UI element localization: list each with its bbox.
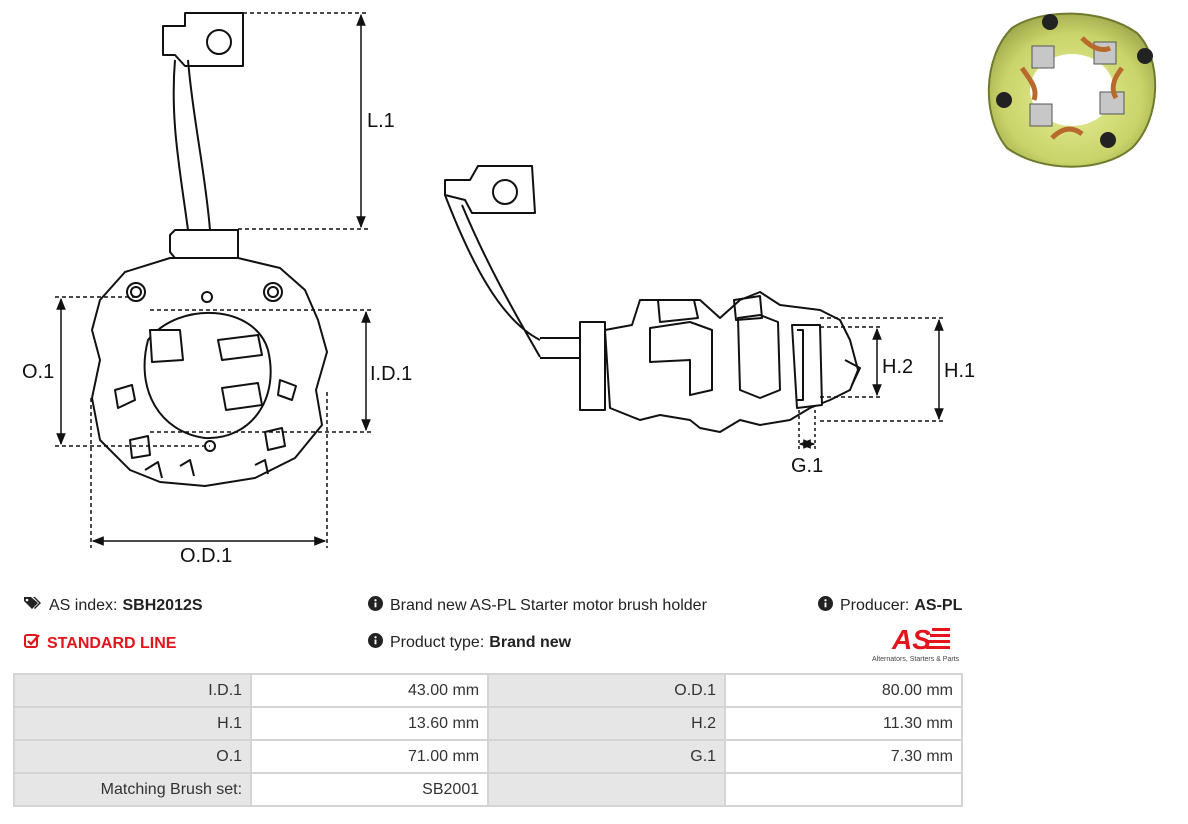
dim-label-id1: I.D.1 [370, 363, 412, 385]
info-circle-icon [368, 633, 383, 653]
info-circle-icon [368, 596, 383, 616]
spec-value: 11.30 mm [724, 706, 963, 741]
spec-value: 43.00 mm [250, 673, 490, 708]
lead-wire-side [444, 194, 541, 358]
standard-line-label: STANDARD LINE [47, 634, 177, 652]
table-row: I.D.1 43.00 mm O.D.1 80.00 mm [12, 673, 963, 708]
tags-icon [24, 596, 42, 615]
spec-value [724, 772, 963, 807]
terminal-lug-side [444, 165, 536, 214]
product-type-value: Brand new [489, 634, 572, 651]
logo-tagline: Alternators, Starters & Parts [872, 656, 960, 663]
dim-label-l1: L.1 [367, 110, 395, 132]
spec-key [487, 772, 727, 807]
dim-label-h1: H.1 [944, 360, 975, 382]
description: Brand new AS-PL Starter motor brush hold… [368, 596, 707, 616]
check-square-icon [24, 633, 40, 654]
dim-label-g1: G.1 [791, 455, 823, 477]
spec-key: G.1 [487, 739, 727, 774]
spec-value: 71.00 mm [250, 739, 490, 774]
product-type: Product type: Brand new [368, 633, 571, 653]
front-view [91, 12, 328, 487]
side-plate [579, 321, 606, 411]
lead-wire [172, 59, 211, 231]
spec-key: Matching Brush set: [12, 772, 253, 807]
description-text: Brand new AS-PL Starter motor brush hold… [390, 597, 707, 614]
as-pl-logo: AS Alternators, Starters & Parts [872, 624, 960, 663]
spec-key: H.1 [12, 706, 253, 741]
spec-value: 80.00 mm [724, 673, 963, 708]
spec-value: 7.30 mm [724, 739, 963, 774]
spec-table: I.D.1 43.00 mm O.D.1 80.00 mm H.1 13.60 … [12, 673, 963, 807]
as-index: AS index: SBH2012S [24, 596, 203, 615]
table-row: O.1 71.00 mm G.1 7.30 mm [12, 739, 963, 774]
logo-mark: AS [891, 624, 931, 655]
spec-value: 13.60 mm [250, 706, 490, 741]
side-dimensions [798, 317, 945, 450]
dim-label-h2: H.2 [882, 356, 913, 378]
info-circle-icon [818, 596, 833, 616]
inner-bore [143, 311, 272, 440]
as-index-label: AS index: [49, 596, 118, 614]
table-row: H.1 13.60 mm H.2 11.30 mm [12, 706, 963, 741]
table-row: Matching Brush set: SB2001 [12, 772, 963, 807]
product-type-label: Product type: [390, 634, 485, 651]
dim-label-o1: O.1 [22, 361, 54, 383]
front-dimensions [55, 12, 372, 548]
connector-block [169, 229, 239, 259]
producer-value: AS-PL [914, 597, 963, 614]
standard-line: STANDARD LINE [24, 633, 176, 654]
as-index-value: SBH2012S [122, 596, 203, 614]
product-photo [987, 12, 1157, 168]
outer-plate [91, 257, 328, 487]
spec-key: I.D.1 [12, 673, 253, 708]
spec-key: H.2 [487, 706, 727, 741]
brush-face [791, 324, 823, 409]
side-view [444, 165, 861, 433]
producer-label: Producer: [840, 597, 910, 614]
spec-value: SB2001 [250, 772, 490, 807]
spec-key: O.D.1 [487, 673, 727, 708]
dim-label-od1: O.D.1 [180, 545, 232, 567]
terminal-hole [206, 29, 232, 55]
spec-key: O.1 [12, 739, 253, 774]
technical-drawing: L.1 O.1 I.D.1 O.D.1 H.2 H.1 G.1 [22, 12, 975, 567]
producer: Producer: AS-PL [818, 596, 962, 616]
